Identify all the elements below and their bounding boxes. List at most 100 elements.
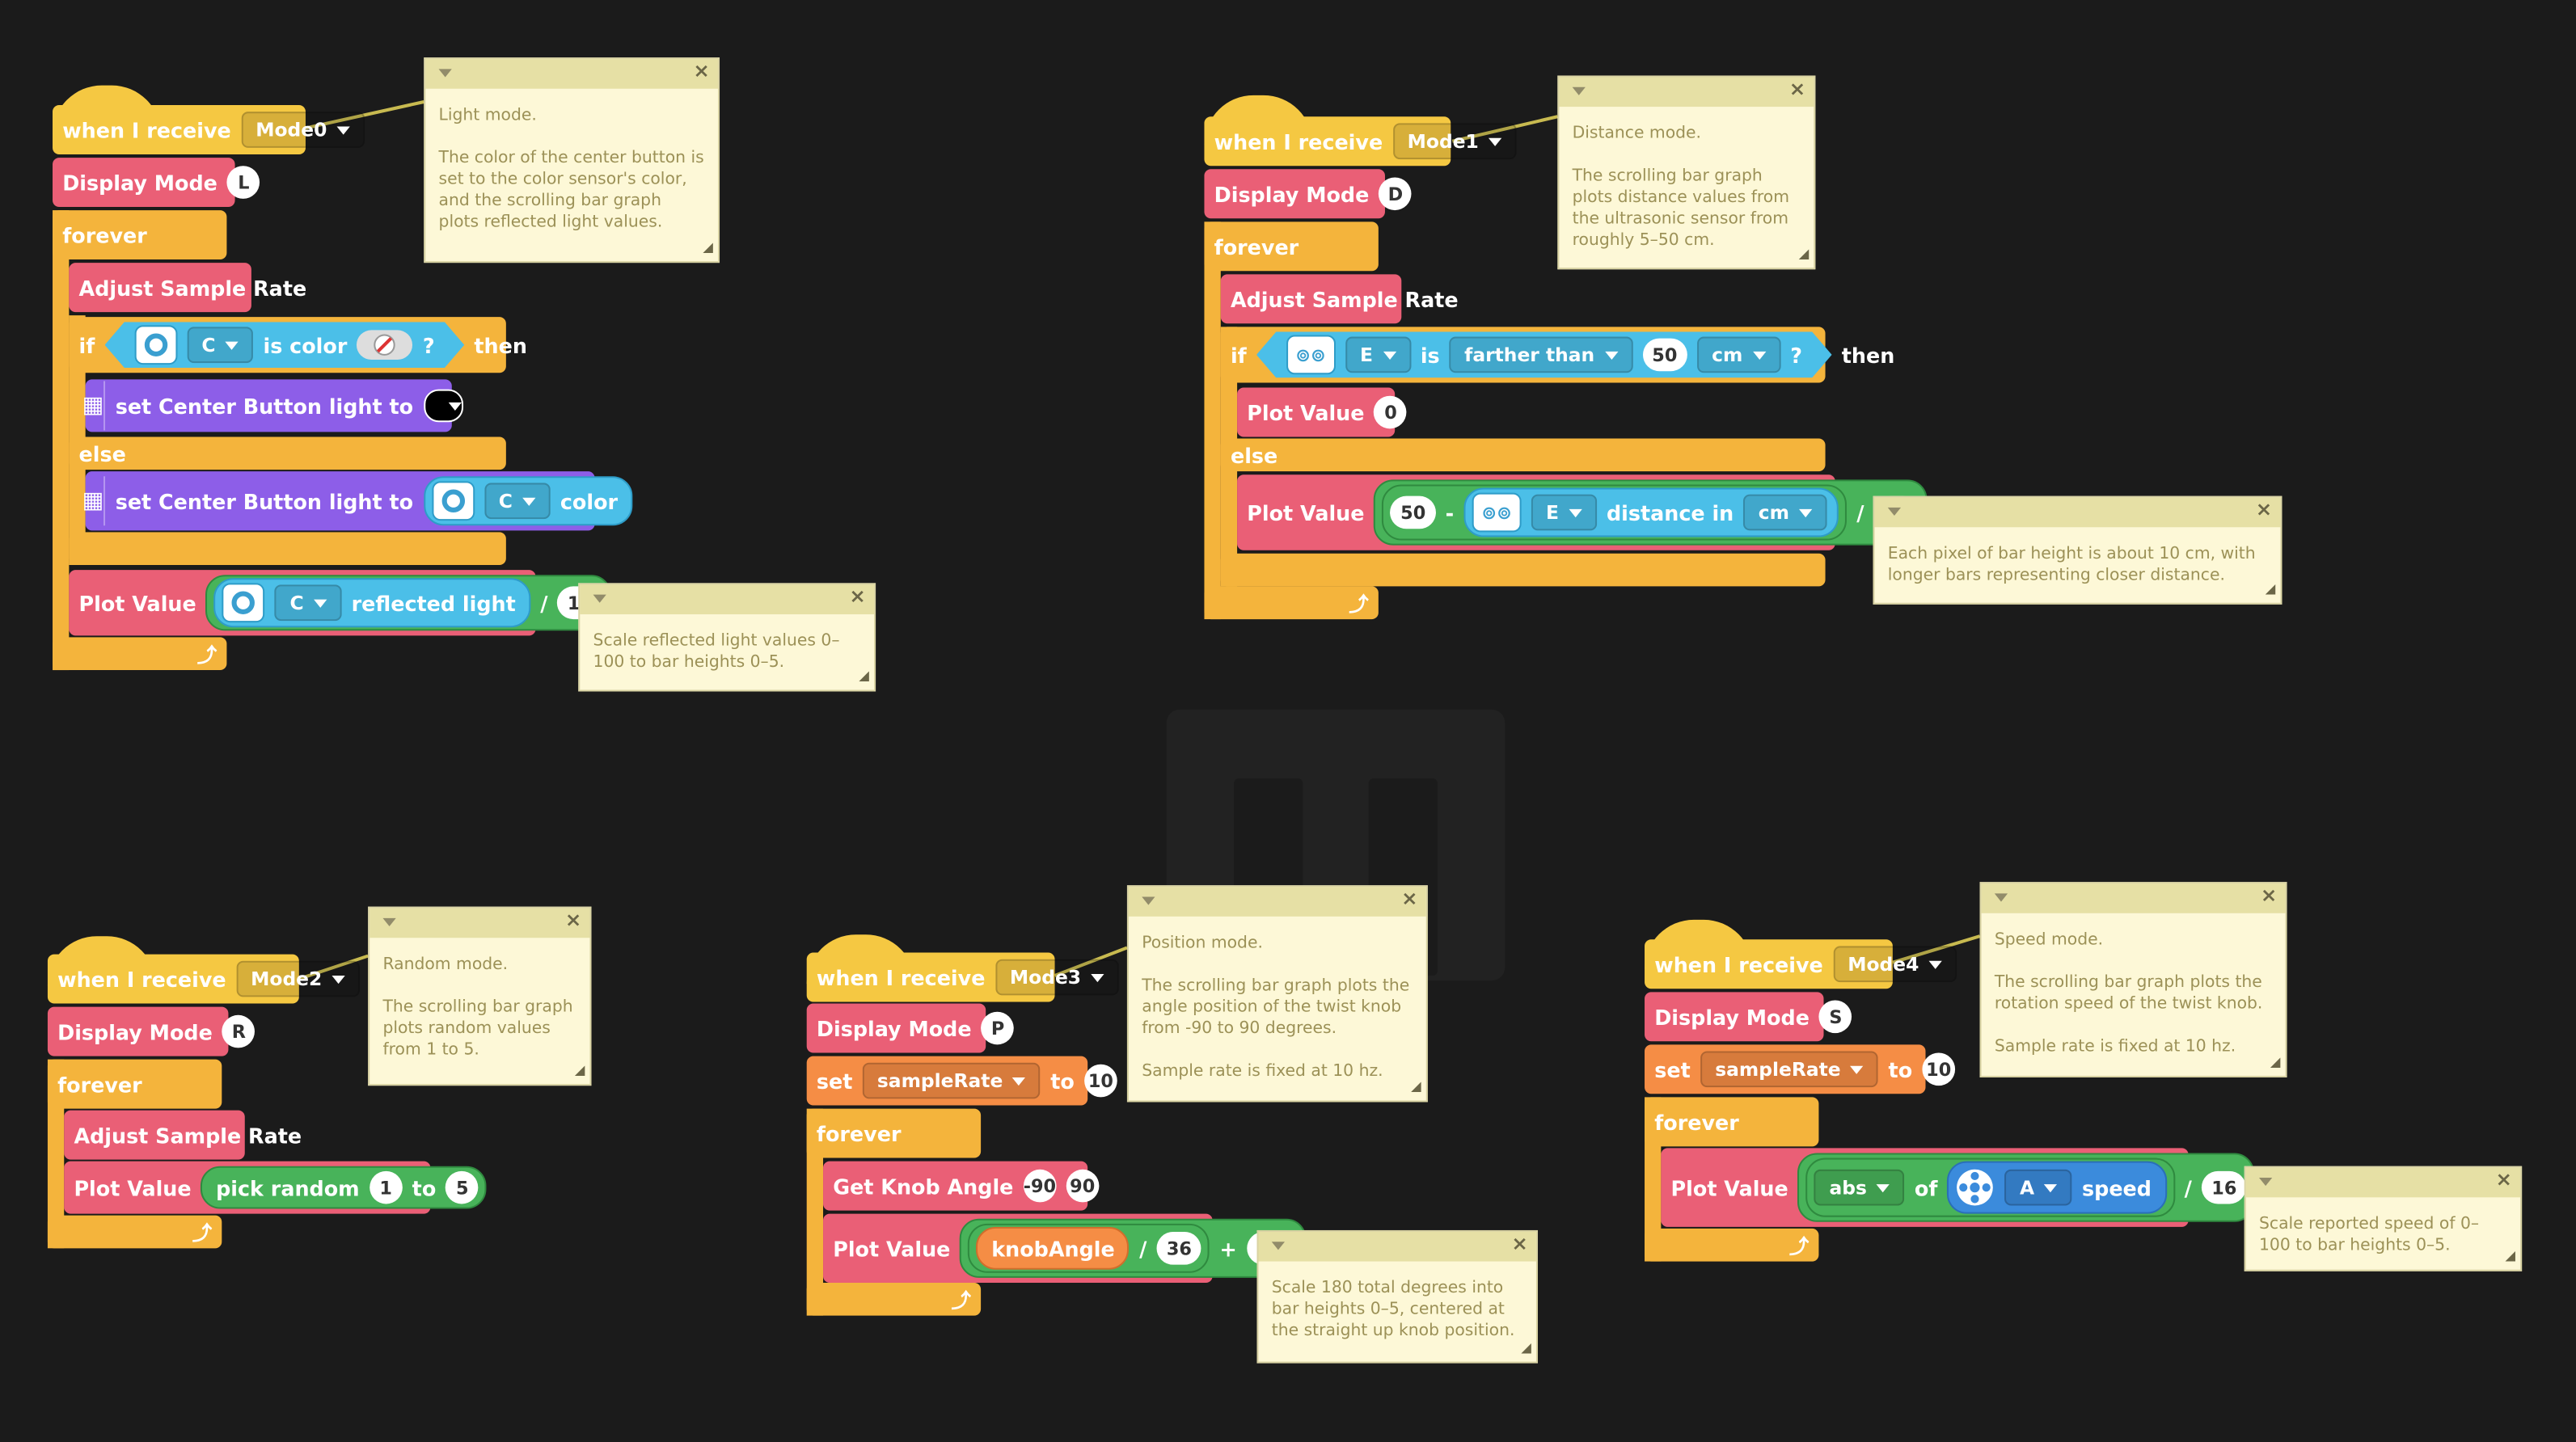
message-dropdown[interactable]: Mode2 xyxy=(235,960,361,997)
resize-icon[interactable]: ◢ xyxy=(1411,1079,1421,1094)
light-color-picker[interactable] xyxy=(423,389,463,423)
collapse-icon[interactable] xyxy=(438,69,452,78)
set-variable-block[interactable]: set sampleRate to 10 xyxy=(1645,1044,1956,1094)
port-dropdown[interactable]: A xyxy=(2004,1169,2072,1206)
comment-text[interactable]: Each pixel of bar height is about 10 cm,… xyxy=(1887,545,2256,585)
comment-random-mode[interactable]: × Random mode. The scrolling bar graph p… xyxy=(368,906,592,1086)
comparison-dropdown[interactable]: farther than xyxy=(1450,337,1632,373)
comment-header[interactable]: × xyxy=(1128,887,1426,917)
forever-block[interactable]: forever xyxy=(1204,221,1379,272)
when-i-receive-block[interactable]: when I receive Mode3 xyxy=(806,952,1119,1002)
comment-header[interactable]: × xyxy=(425,59,718,89)
sensor-color-reporter[interactable]: C color xyxy=(423,476,633,526)
display-mode-block[interactable]: Display Mode L xyxy=(53,158,260,208)
forever-block[interactable]: forever xyxy=(1645,1097,1819,1147)
comment-header[interactable]: × xyxy=(1258,1232,1536,1262)
collapse-icon[interactable] xyxy=(1271,1242,1286,1250)
comment-light-scale[interactable]: × Scale reflected light values 0–100 to … xyxy=(578,583,876,692)
collapse-icon[interactable] xyxy=(2259,1177,2273,1187)
when-i-receive-block[interactable]: when I receive Mode0 xyxy=(53,105,365,155)
plot-value-input[interactable]: 0 xyxy=(1374,395,1408,429)
message-dropdown[interactable]: Mode1 xyxy=(1392,123,1517,160)
comment-text[interactable]: Light mode. The color of the center butt… xyxy=(438,107,704,232)
display-mode-block[interactable]: Display Mode D xyxy=(1204,169,1413,219)
if-block[interactable]: if ⊚⊚ E is farther than 50 cm ? then xyxy=(1220,327,1894,383)
resize-icon[interactable]: ◢ xyxy=(2270,1054,2281,1069)
collapse-icon[interactable] xyxy=(593,594,606,603)
knob-min-input[interactable]: -90 xyxy=(1023,1169,1057,1203)
comment-position-scale[interactable]: × Scale 180 total degrees into bar heigh… xyxy=(1256,1229,1538,1364)
port-dropdown[interactable]: E xyxy=(1345,337,1411,373)
plot-value-block[interactable]: Plot Value abs of A speed / 16 xyxy=(1661,1148,2255,1227)
random-from-input[interactable]: 1 xyxy=(369,1170,403,1204)
divisor-input[interactable]: 16 xyxy=(2202,1170,2247,1204)
comment-speed-scale[interactable]: × Scale reported speed of 0–100 to bar h… xyxy=(2244,1166,2523,1271)
knob-max-input[interactable]: 90 xyxy=(1066,1169,1100,1203)
comment-header[interactable]: × xyxy=(580,584,875,614)
set-center-light-block-2[interactable]: ▦ set Center Button light to C color xyxy=(82,471,633,531)
set-center-light-block[interactable]: ▦ set Center Button light to xyxy=(82,379,463,432)
random-to-input[interactable]: 5 xyxy=(446,1170,479,1204)
adjust-sample-rate-block[interactable]: Adjust Sample Rate xyxy=(69,263,306,313)
comment-header[interactable]: × xyxy=(1981,883,2286,913)
display-mode-block[interactable]: Display Mode S xyxy=(1645,992,1852,1042)
forever-block[interactable]: forever xyxy=(47,1059,222,1109)
resize-icon[interactable]: ◢ xyxy=(1798,246,1810,262)
when-i-receive-block[interactable]: when I receive Mode2 xyxy=(47,954,361,1004)
is-color-condition[interactable]: C is color ? xyxy=(105,322,465,368)
close-icon[interactable]: × xyxy=(2255,497,2273,521)
message-dropdown[interactable]: Mode3 xyxy=(995,959,1119,996)
plot-value-block[interactable]: Plot Value 0 xyxy=(1237,387,1408,437)
abs-operator[interactable]: abs of A speed xyxy=(1806,1157,2175,1217)
close-icon[interactable]: × xyxy=(2495,1167,2512,1191)
display-mode-block[interactable]: Display Mode P xyxy=(806,1003,1015,1053)
plot-value-block[interactable]: Plot Value pick random 1 to 5 xyxy=(64,1161,488,1214)
comment-light-mode[interactable]: × Light mode. The color of the center bu… xyxy=(424,57,720,264)
color-picker[interactable] xyxy=(357,330,413,360)
close-icon[interactable]: × xyxy=(564,908,582,932)
when-i-receive-block[interactable]: when I receive Mode4 xyxy=(1645,939,1957,989)
distance-input[interactable]: 50 xyxy=(1642,339,1687,372)
display-letter-input[interactable]: R xyxy=(222,1014,255,1048)
close-icon[interactable]: × xyxy=(1511,1232,1528,1255)
variable-dropdown[interactable]: sampleRate xyxy=(1700,1051,1879,1088)
message-dropdown[interactable]: Mode0 xyxy=(240,112,365,148)
display-letter-input[interactable]: L xyxy=(227,166,260,199)
base-input[interactable]: 50 xyxy=(1390,495,1436,529)
divide-operator[interactable]: C reflected light / 16 xyxy=(205,575,611,631)
unit-dropdown[interactable]: cm xyxy=(1743,494,1827,531)
display-mode-block[interactable]: Display Mode R xyxy=(47,1006,255,1056)
comment-text[interactable]: Scale reflected light values 0–100 to ba… xyxy=(593,632,840,673)
comment-distance-scale[interactable]: × Each pixel of bar height is about 10 c… xyxy=(1873,495,2283,605)
set-variable-block[interactable]: set sampleRate to 10 xyxy=(806,1056,1117,1106)
close-icon[interactable]: × xyxy=(2260,883,2278,907)
when-i-receive-block[interactable]: when I receive Mode1 xyxy=(1204,116,1517,167)
get-knob-angle-block[interactable]: Get Knob Angle -90 90 xyxy=(823,1161,1100,1211)
comment-distance-mode[interactable]: × Distance mode. The scrolling bar graph… xyxy=(1557,75,1816,270)
forever-block[interactable]: forever xyxy=(53,210,227,260)
display-letter-input[interactable]: P xyxy=(981,1011,1015,1045)
divide-operator[interactable]: 50 - ⊚⊚ E distance in cm / 10 xyxy=(1374,479,1928,546)
comment-header[interactable]: × xyxy=(2245,1167,2521,1198)
comment-text[interactable]: Distance mode. The scrolling bar graph p… xyxy=(1572,124,1790,250)
resize-icon[interactable]: ◢ xyxy=(703,239,713,255)
adjust-sample-rate-block[interactable]: Adjust Sample Rate xyxy=(1220,274,1459,324)
port-dropdown[interactable]: E xyxy=(1531,494,1597,531)
adjust-sample-rate-block[interactable]: Adjust Sample Rate xyxy=(64,1110,302,1160)
close-icon[interactable]: × xyxy=(693,59,710,82)
comment-position-mode[interactable]: × Position mode. The scrolling bar graph… xyxy=(1126,885,1428,1103)
resize-icon[interactable]: ◢ xyxy=(2505,1248,2515,1263)
comment-text[interactable]: Scale reported speed of 0–100 to bar hei… xyxy=(2259,1215,2480,1255)
message-dropdown[interactable]: Mode4 xyxy=(1832,946,1957,983)
distance-condition[interactable]: ⊚⊚ E is farther than 50 cm ? xyxy=(1256,331,1832,377)
collapse-icon[interactable] xyxy=(382,917,396,927)
comment-text[interactable]: Position mode. The scrolling bar graph p… xyxy=(1142,934,1410,1082)
knob-angle-variable[interactable]: knobAngle xyxy=(976,1226,1130,1270)
collapse-icon[interactable] xyxy=(1572,86,1586,95)
divide-operator[interactable]: abs of A speed / 16 xyxy=(1797,1153,2255,1222)
variable-dropdown[interactable]: sampleRate xyxy=(862,1062,1041,1099)
port-dropdown[interactable]: C xyxy=(187,327,253,363)
comment-text[interactable]: Scale 180 total degrees into bar heights… xyxy=(1271,1279,1515,1341)
comment-speed-mode[interactable]: × Speed mode. The scrolling bar graph pl… xyxy=(1979,882,2287,1077)
